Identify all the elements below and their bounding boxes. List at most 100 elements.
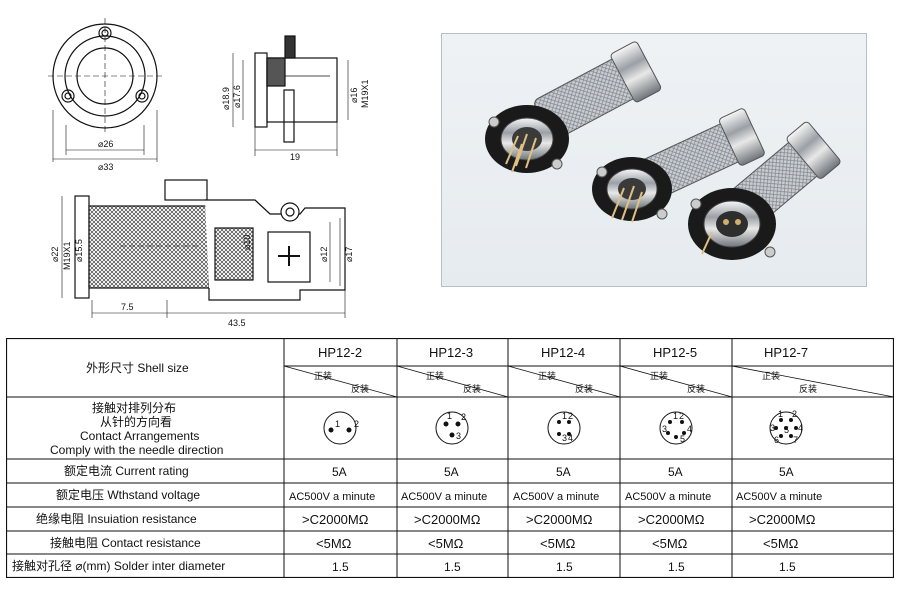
spec-table-svg: 外形尺寸 Shell size 接触对排列分布 从针的方向看 Contact A…: [5, 337, 895, 579]
svg-text:AC500V a minute: AC500V a minute: [513, 491, 599, 503]
dim-d16: ⌀16: [349, 88, 359, 103]
sub-reverse-3: 反装: [575, 383, 593, 394]
front-view: [48, 18, 162, 162]
product-photo: [441, 33, 867, 287]
svg-text:4: 4: [687, 424, 692, 434]
sub-normal-5: 正装: [762, 370, 780, 381]
svg-text:1: 1: [673, 411, 678, 421]
sub-reverse-2: 反装: [463, 383, 481, 394]
sub-normal-4: 正装: [650, 370, 668, 381]
svg-text:AC500V a minute: AC500V a minute: [289, 491, 375, 503]
pin-diagram-hp12-7: 1 2 3 4 5 6 7: [769, 409, 803, 445]
sub-reverse-5: 反装: [799, 383, 817, 394]
row-label-contact-4: Comply with the needle direction: [50, 443, 223, 457]
svg-text:5A: 5A: [668, 465, 683, 479]
dim-d18-9: ⌀18.9: [221, 87, 231, 110]
svg-text:>C2000MΩ: >C2000MΩ: [302, 512, 369, 527]
sub-normal-1: 正装: [314, 370, 332, 381]
row-label-current: 额定电流 Current rating: [64, 463, 189, 478]
svg-text:3: 3: [562, 433, 567, 443]
svg-text:1: 1: [447, 411, 452, 421]
mount-hole-left: [61, 89, 75, 103]
row-label-contact-3: Contact Arrangements: [80, 429, 199, 443]
svg-text:2: 2: [568, 411, 573, 421]
sub-reverse-4: 反装: [687, 383, 705, 394]
sub-normal-3: 正装: [538, 370, 556, 381]
svg-text:5A: 5A: [332, 465, 347, 479]
model-hp12-2: HP12-2: [318, 345, 362, 360]
model-hp12-4: HP12-4: [541, 345, 585, 360]
dim-d17: ⌀17: [344, 247, 354, 262]
svg-text:AC500V a minute: AC500V a minute: [736, 491, 822, 503]
table-grid: [5, 337, 895, 579]
body-hatch: [88, 205, 210, 289]
model-hp12-5: HP12-5: [653, 345, 697, 360]
svg-text:3: 3: [770, 423, 775, 433]
knurl-top: [266, 57, 286, 87]
connector-3: [688, 121, 841, 260]
row-label-voltage: 额定电压 Wthstand voltage: [56, 487, 200, 502]
clamp-hatch: [214, 227, 254, 281]
svg-text:<5MΩ: <5MΩ: [428, 536, 464, 551]
values-insulation: >C2000MΩ >C2000MΩ >C2000MΩ >C2000MΩ >C20…: [302, 512, 816, 527]
svg-text:>C2000MΩ: >C2000MΩ: [414, 512, 481, 527]
drawing-svg: ⌀26 ⌀33 ⌀18.9 ⌀17.6 ⌀16 M19X1 19: [48, 18, 370, 328]
pin-diagram-hp12-3: 1 2 3: [435, 411, 469, 445]
svg-text:AC500V a minute: AC500V a minute: [401, 491, 487, 503]
svg-text:<5MΩ: <5MΩ: [763, 536, 799, 551]
sub-normal-2: 正装: [426, 370, 444, 381]
svg-text:1.5: 1.5: [556, 560, 573, 574]
row-label-contact-1: 接触对排列分布: [92, 400, 176, 415]
clamp-screw: [280, 202, 300, 222]
connector-1: [485, 41, 662, 173]
model-hp12-7: HP12-7: [764, 345, 808, 360]
svg-text:AC500V a minute: AC500V a minute: [625, 491, 711, 503]
svg-text:>C2000MΩ: >C2000MΩ: [749, 512, 816, 527]
svg-text:5: 5: [680, 434, 685, 444]
svg-text:>C2000MΩ: >C2000MΩ: [638, 512, 705, 527]
svg-text:5A: 5A: [779, 465, 794, 479]
values-voltage: AC500V a minute AC500V a minute AC500V a…: [289, 491, 822, 503]
svg-text:6: 6: [774, 435, 779, 445]
pin-diagram-hp12-5: 1 2 3 4 5: [659, 411, 693, 445]
svg-text:4: 4: [568, 433, 573, 443]
svg-text:2: 2: [354, 419, 359, 429]
svg-text:3: 3: [456, 431, 461, 441]
connector-2: [592, 108, 765, 223]
svg-text:1: 1: [778, 409, 783, 419]
values-current: 5A 5A 5A 5A 5A: [332, 465, 794, 479]
dim-m19-bottom: M19X1: [62, 241, 72, 270]
dim-d10: ⌀10: [242, 235, 252, 250]
dim-d12: ⌀12: [319, 247, 329, 262]
svg-text:1.5: 1.5: [668, 560, 685, 574]
mount-hole-right: [135, 89, 149, 103]
svg-text:5A: 5A: [556, 465, 571, 479]
svg-text:7: 7: [793, 435, 798, 445]
dim-43-5: 43.5: [228, 318, 246, 328]
svg-text:1.5: 1.5: [779, 560, 796, 574]
svg-text:4: 4: [798, 423, 803, 433]
values-solder: 1.5 1.5 1.5 1.5 1.5: [332, 560, 796, 574]
svg-text:<5MΩ: <5MΩ: [316, 536, 352, 551]
side-view-bottom: [61, 179, 346, 318]
dim-d33: ⌀33: [98, 162, 113, 172]
dim-len19: 19: [290, 152, 300, 162]
row-label-insulation: 绝缘电阻 Insuiation resistance: [36, 511, 197, 526]
dim-d15-5: ⌀15.5: [74, 239, 84, 262]
side-view-top: [232, 35, 349, 156]
svg-text:1: 1: [562, 411, 567, 421]
dim-m19: M19X1: [360, 79, 370, 108]
technical-drawing: ⌀26 ⌀33 ⌀18.9 ⌀17.6 ⌀16 M19X1 19: [0, 0, 440, 330]
row-label-solder: 接触对孔径 ⌀(mm) Solder inter diameter: [12, 558, 225, 573]
dim-d22: ⌀22: [50, 247, 60, 262]
spec-table: 外形尺寸 Shell size 接触对排列分布 从针的方向看 Contact A…: [5, 337, 895, 579]
model-hp12-3: HP12-3: [429, 345, 473, 360]
svg-text:1: 1: [335, 419, 340, 429]
pin-diagram-hp12-4: 1 2 3 4: [547, 411, 581, 445]
dim-d17-6: ⌀17.6: [232, 85, 242, 108]
cable-end: [267, 231, 311, 283]
dim-7-5: 7.5: [121, 302, 134, 312]
svg-text:>C2000MΩ: >C2000MΩ: [526, 512, 593, 527]
svg-text:<5MΩ: <5MΩ: [652, 536, 688, 551]
svg-text:5: 5: [784, 425, 789, 435]
